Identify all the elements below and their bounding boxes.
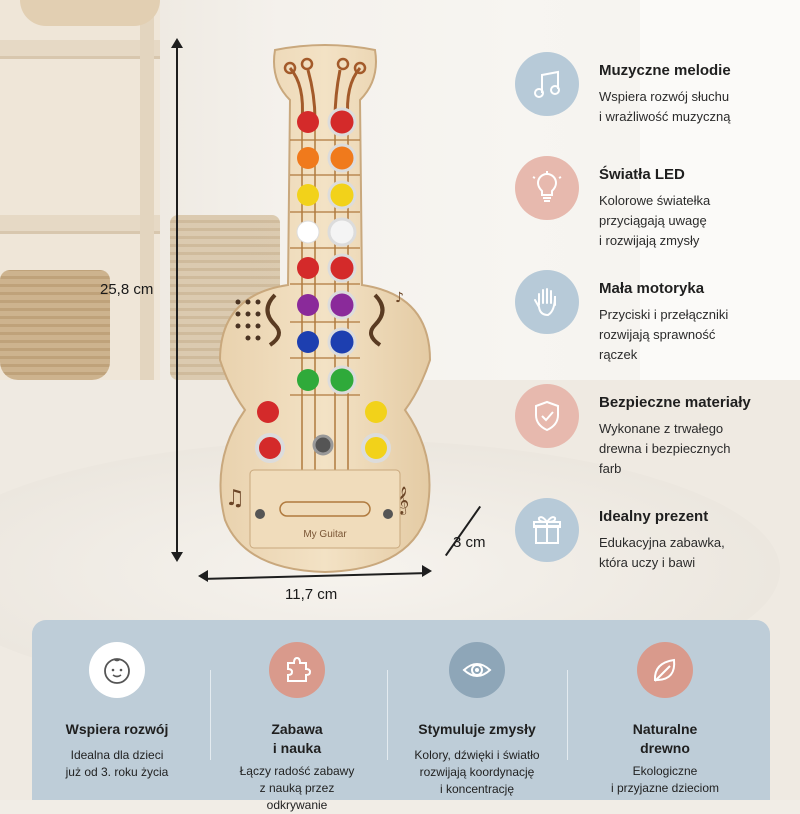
feature-title: Bezpieczne materiały: [599, 394, 751, 411]
svg-text:♪: ♪: [395, 290, 404, 306]
feature-circle: [515, 384, 579, 448]
benefit-circle: [269, 642, 325, 698]
leaf-icon: [653, 658, 676, 682]
feature-title: Światła LED: [599, 166, 685, 183]
window-light: [640, 0, 800, 420]
puzzle-icon: [287, 656, 312, 682]
music-note-icon: [534, 70, 560, 98]
depth-label: 3 cm: [453, 534, 486, 551]
benefit-senses: Stymuluje zmysły Kolory, dźwięki i świat…: [392, 642, 562, 798]
width-arrow-left: [198, 570, 208, 582]
shield-check-icon: [535, 400, 559, 432]
benefit-circle: [449, 642, 505, 698]
wooden-shelf: [0, 0, 160, 420]
height-arrow-top: [171, 38, 183, 48]
panel-divider: [567, 670, 568, 760]
benefit-title: Wspiera rozwój: [65, 721, 169, 737]
eye-icon: [462, 663, 492, 677]
benefit-title: Stymuluje zmysły: [418, 721, 536, 737]
gift-icon: [533, 516, 561, 544]
benefit-circle: [637, 642, 693, 698]
feature-title: Muzyczne melodie: [599, 62, 731, 79]
svg-text:♫: ♫: [225, 486, 245, 511]
width-arrow-right: [422, 565, 432, 577]
feature-desc: Edukacyjna zabawka,która uczy i bawi: [599, 535, 725, 570]
hand-icon: [534, 288, 556, 317]
baby-face-icon: [104, 658, 130, 684]
feature-title: Mała motoryka: [599, 280, 705, 297]
height-dimension-line: [176, 45, 178, 555]
feature-circle: [515, 156, 579, 220]
light-bulb-icon: [532, 171, 562, 202]
feature-circle: [515, 498, 579, 562]
panel-divider: [210, 670, 211, 760]
height-arrow-bottom: [171, 552, 183, 562]
panel-divider: [387, 670, 388, 760]
height-label: 25,8 cm: [100, 281, 154, 298]
feature-circle: [515, 270, 579, 334]
feature-circle: [515, 52, 579, 116]
feature-title: Idealny prezent: [599, 508, 709, 525]
benefit-circle: [89, 642, 145, 698]
guitar-plate-label: My Guitar: [303, 529, 347, 540]
width-label: 11,7 cm: [285, 586, 338, 603]
guitar-toy: ♫ 𝄞 ♪ My Guitar: [218, 44, 432, 574]
shelf-pot: [20, 0, 160, 26]
wicker-basket: [0, 270, 110, 380]
